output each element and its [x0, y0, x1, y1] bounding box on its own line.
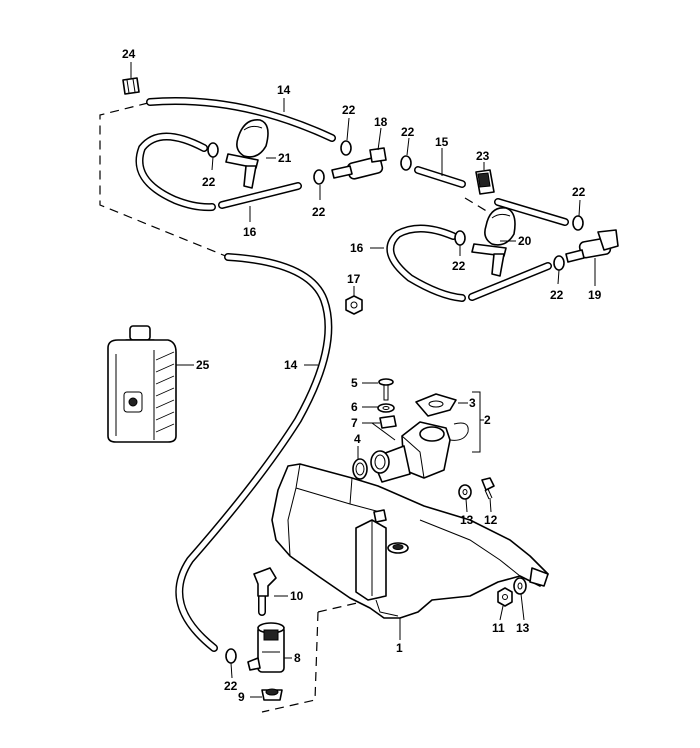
callout-5: 5 [351, 376, 358, 390]
callout-10: 10 [290, 589, 304, 603]
hose-14-long [175, 253, 333, 652]
callout-19: 19 [588, 288, 602, 302]
callout-22: 22 [550, 288, 564, 302]
washer-nozzle-20 [471, 207, 516, 277]
hose-14-upper [146, 97, 336, 142]
callout-22: 22 [401, 125, 415, 139]
callout-9: 9 [238, 690, 245, 704]
bolt-12 [481, 477, 495, 500]
callout-21: 21 [278, 151, 292, 165]
hose-clamp [572, 215, 584, 231]
hose-clamp [207, 142, 219, 158]
callout-24: 24 [122, 47, 136, 61]
callout-2: 2 [484, 413, 491, 427]
fluid-bottle-25 [107, 325, 177, 443]
washer-pump-8 [247, 622, 285, 673]
callout-22: 22 [572, 185, 586, 199]
callout-22: 22 [202, 175, 216, 189]
callout-22: 22 [452, 259, 466, 273]
callout-20: 20 [518, 234, 532, 248]
hose-16-left-straight [218, 182, 302, 209]
callout-16-left: 16 [243, 225, 257, 239]
hose-clamp [400, 155, 412, 171]
callout-4: 4 [354, 432, 361, 446]
hose-right-upper [494, 198, 569, 226]
callout-labels: 24 14 22 18 22 15 23 22 21 22 22 16 20 2… [122, 47, 602, 704]
callout-1: 1 [396, 641, 403, 655]
nut-11 [497, 587, 513, 607]
hose-clamp [553, 255, 565, 271]
hose-clamp [225, 648, 237, 664]
connector-19 [565, 229, 619, 263]
hose-16-left-loop [135, 132, 216, 212]
hose-clamp [454, 230, 466, 246]
clip-24 [122, 77, 140, 95]
washer-13-upper [458, 484, 472, 500]
hose-right-lower [468, 262, 552, 301]
washer-13-lower [513, 577, 527, 595]
hose-clamp [313, 169, 325, 185]
callout-22: 22 [312, 205, 326, 219]
screw-5 [378, 378, 394, 401]
callout-3: 3 [469, 396, 476, 410]
callout-11: 11 [492, 621, 505, 635]
hose-15 [414, 166, 466, 188]
callout-17: 17 [347, 272, 361, 286]
hose-clamps [207, 140, 584, 664]
reservoir-1 [271, 463, 549, 619]
clip-23 [475, 169, 495, 195]
callout-14-lower: 14 [284, 358, 298, 372]
callout-6: 6 [351, 400, 358, 414]
leader-lines [130, 62, 596, 698]
callout-14-upper: 14 [277, 83, 291, 97]
hose-16-right-loop [386, 224, 466, 302]
callout-16-right: 16 [350, 241, 364, 255]
washer-6 [377, 403, 395, 413]
bottle-hatching [155, 351, 175, 433]
callout-25: 25 [196, 358, 210, 372]
callout-15: 15 [435, 135, 449, 149]
callout-13-lower: 13 [516, 621, 530, 635]
clip-nut-7 [379, 415, 397, 429]
gasket-3 [415, 393, 457, 417]
t-connector-18 [331, 147, 387, 180]
hose-clamp [340, 140, 352, 156]
seal-ring-4 [352, 458, 368, 480]
callout-8: 8 [294, 651, 301, 665]
elbow-10 [253, 567, 277, 597]
callout-7: 7 [351, 416, 358, 430]
callout-22: 22 [224, 679, 238, 693]
callout-13-upper: 13 [460, 513, 474, 527]
nut-17 [345, 295, 363, 315]
callout-12: 12 [484, 513, 498, 527]
callout-22: 22 [342, 103, 356, 117]
callout-18: 18 [374, 115, 388, 129]
callout-23: 23 [476, 149, 490, 163]
grommet-9 [261, 688, 283, 701]
washer-nozzle-21 [225, 119, 269, 189]
filler-neck-2 [370, 421, 469, 483]
